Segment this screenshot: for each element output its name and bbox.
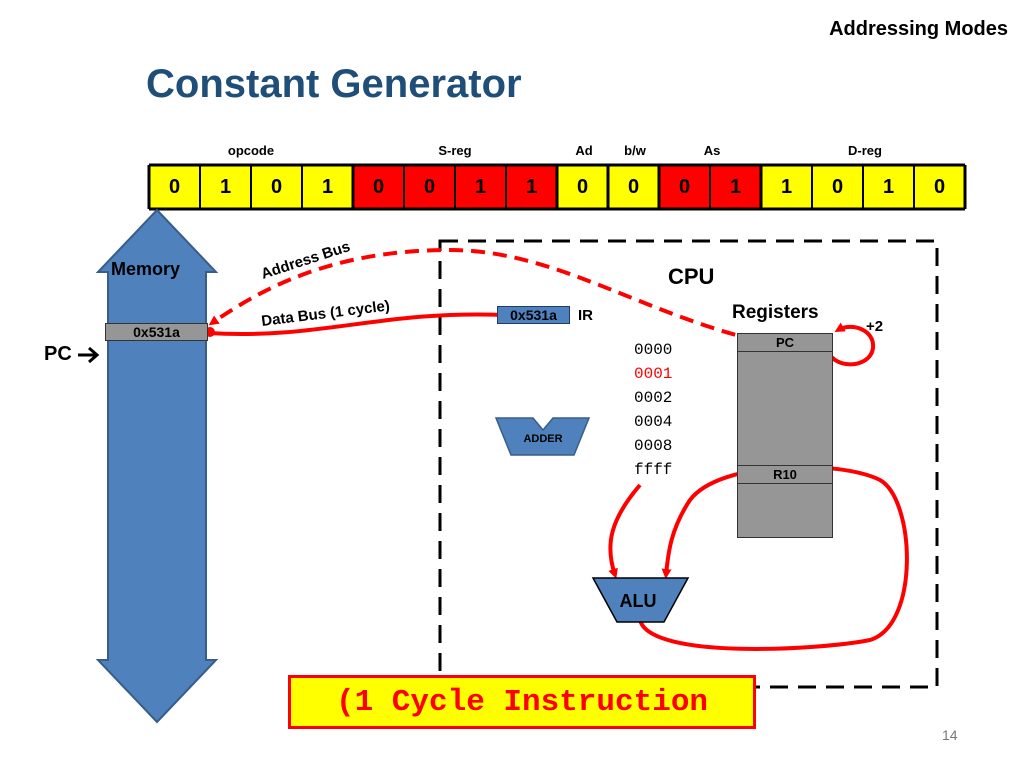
constant-value: 0000	[634, 341, 673, 359]
pc-register: PC	[737, 333, 833, 352]
alu-label: ALU	[619, 591, 657, 611]
ir-register: 0x531a	[497, 306, 570, 324]
cycle-banner: (1 Cycle Instruction	[288, 675, 756, 729]
pc-increment-loop	[825, 322, 876, 367]
adder-label: ADDER	[523, 433, 563, 445]
page-number: 14	[942, 727, 958, 743]
slide-title: Constant Generator	[146, 62, 522, 106]
increment-label: +2	[866, 318, 884, 335]
bit-cell: 0	[251, 165, 302, 209]
bit-cell: 1	[455, 165, 506, 209]
constant-value: ffff	[634, 461, 673, 479]
field-label-ad: Ad	[575, 143, 593, 158]
pc-pointer-label: PC	[44, 343, 72, 365]
pc-pointer-arrow	[78, 346, 100, 364]
bit-cell: 1	[863, 165, 914, 209]
r10-register: R10	[737, 465, 833, 484]
adder-shape	[494, 417, 591, 456]
bit-cell: 1	[710, 165, 761, 209]
constant-value: 0004	[634, 413, 673, 431]
field-label-bw: b/w	[624, 143, 646, 158]
alu-shape	[591, 577, 690, 623]
constant-to-alu-arrow	[608, 483, 642, 579]
field-label-sreg: S-reg	[438, 143, 472, 158]
constant-value-highlighted: 0001	[634, 365, 673, 383]
field-label-opcode: opcode	[227, 143, 275, 158]
constant-list: 0000 0001 0002 0004 0008 ffff	[634, 338, 672, 482]
constant-value: 0008	[634, 437, 673, 455]
ir-label: IR	[578, 307, 593, 324]
r10-loop-arrow	[638, 464, 909, 651]
field-label-as: As	[703, 143, 721, 158]
memory-arrow	[95, 208, 219, 724]
field-separators	[147, 163, 967, 211]
memory-slot: 0x531a	[105, 323, 208, 341]
bit-cell: 0	[659, 165, 710, 209]
memory-label: Memory	[111, 259, 181, 279]
data-bus-line	[207, 309, 509, 337]
bit-cell: 1	[302, 165, 353, 209]
bit-cell: 0	[149, 165, 200, 209]
registers-label: Registers	[732, 302, 819, 323]
section-header: Addressing Modes	[829, 18, 1008, 40]
cpu-label: CPU	[668, 264, 715, 289]
constant-value: 0002	[634, 389, 673, 407]
field-label-dreg: D-reg	[848, 143, 882, 158]
address-bus-label: Address Bus	[259, 238, 352, 283]
address-bus-line	[208, 247, 779, 347]
data-bus-label: Data Bus (1 cycle)	[260, 297, 390, 330]
register-file	[737, 333, 833, 538]
